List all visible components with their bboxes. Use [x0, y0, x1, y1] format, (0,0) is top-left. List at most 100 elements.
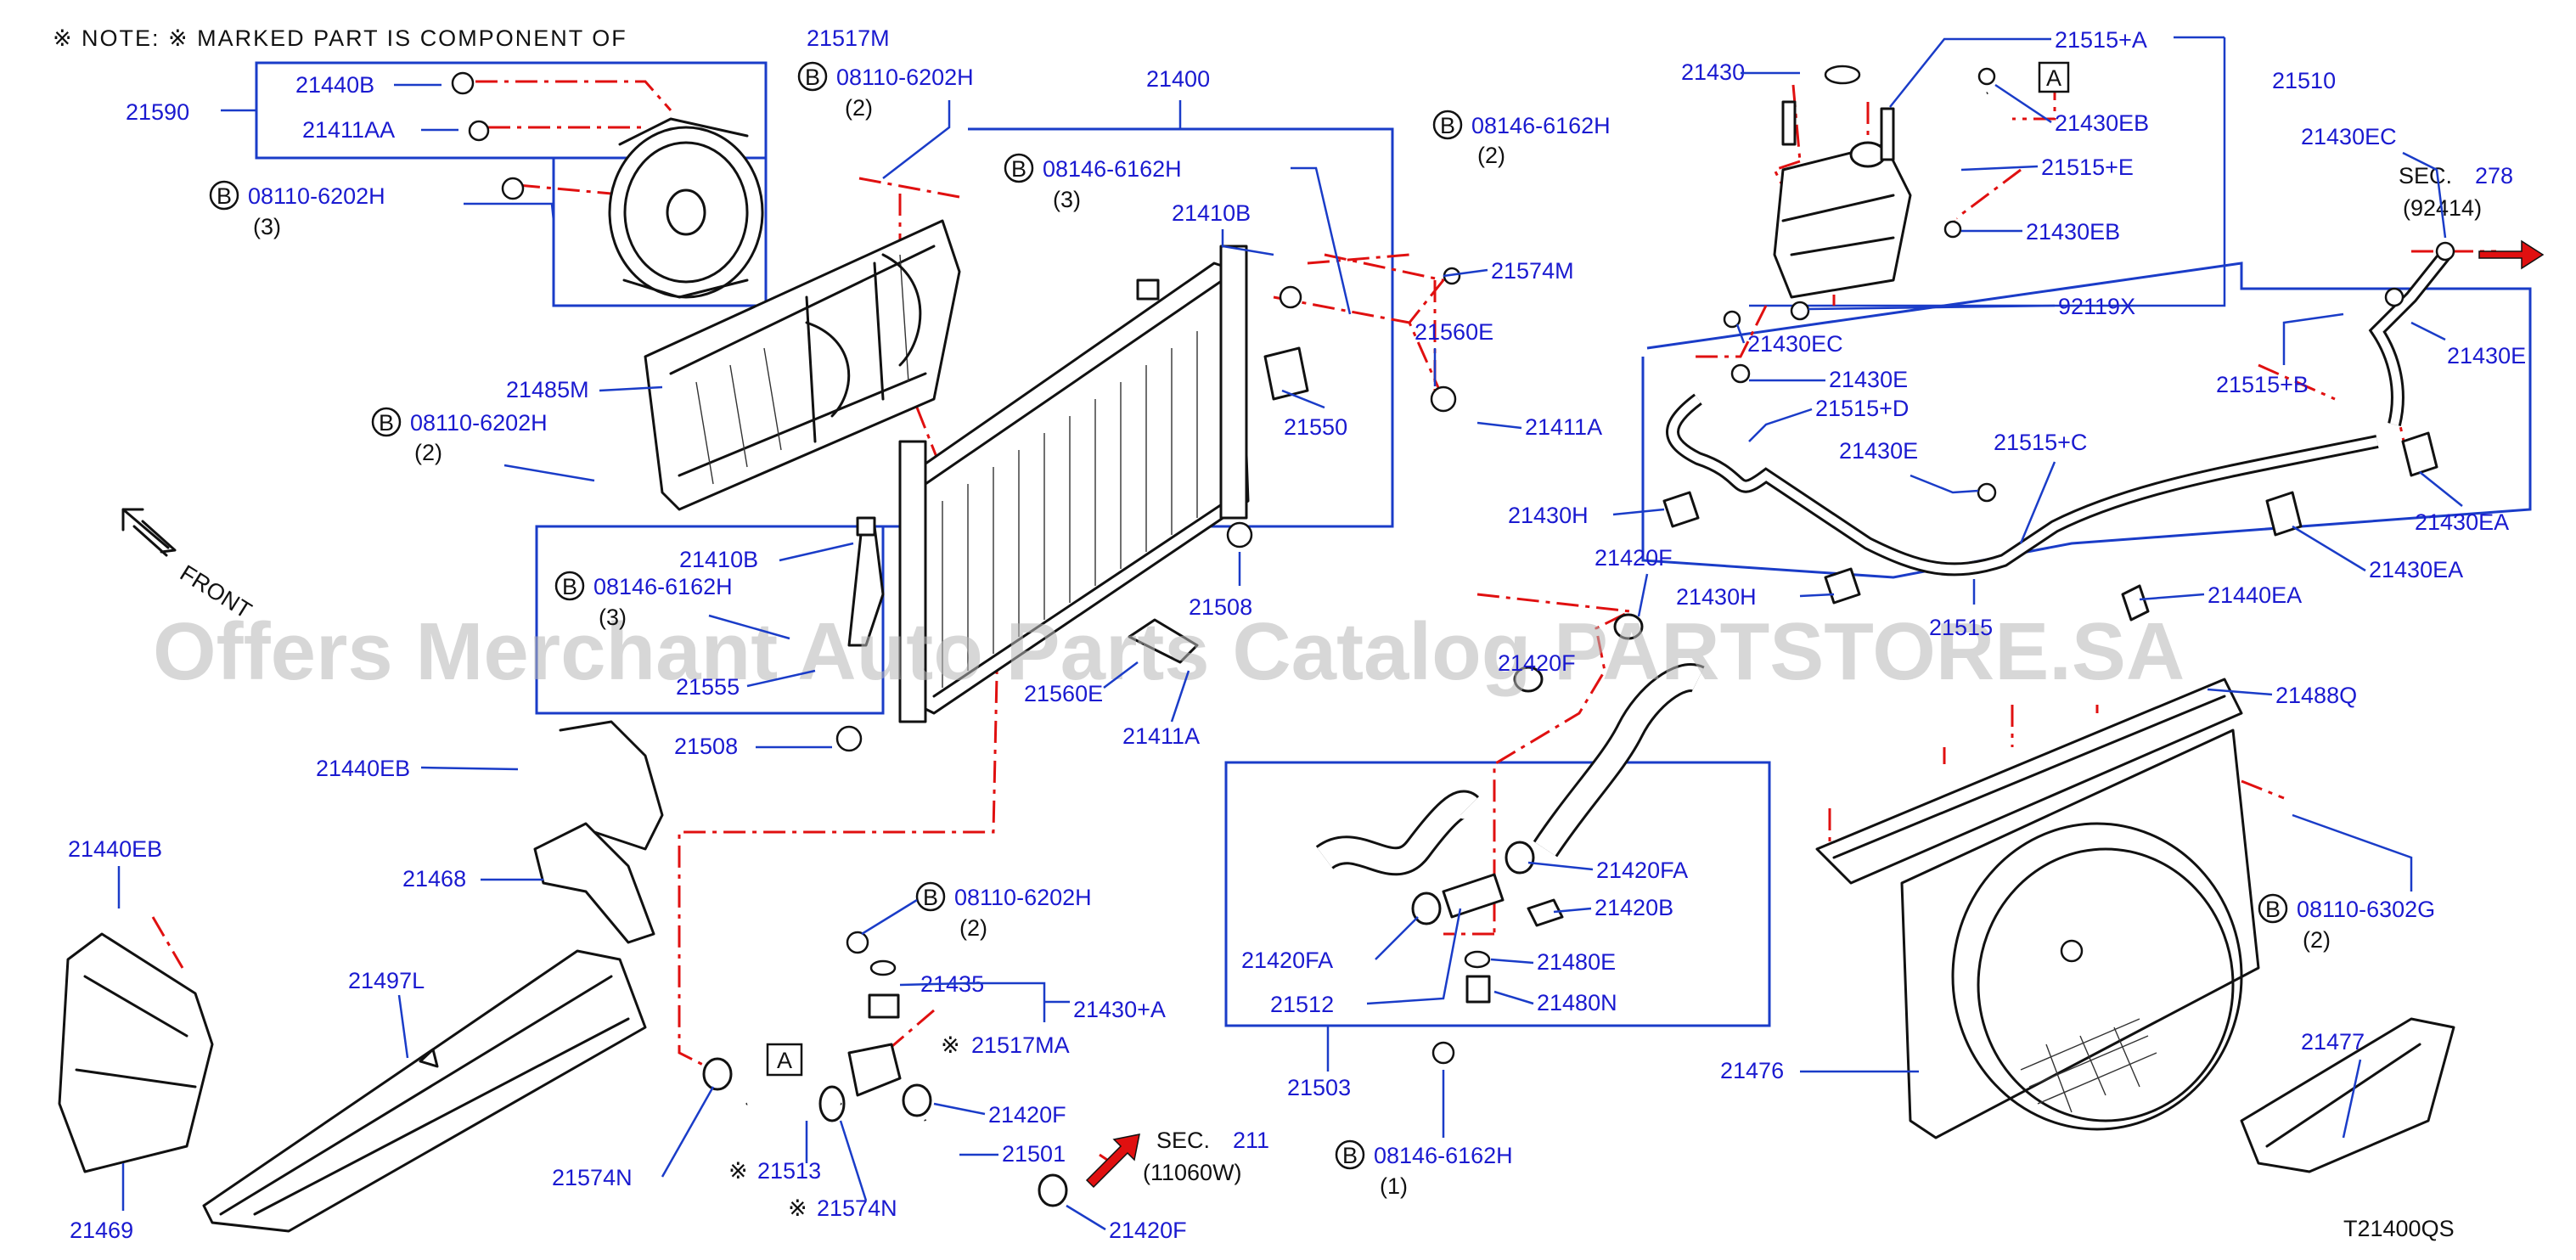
part-label: 21430E [2447, 343, 2526, 368]
part-label: 21420B [1595, 895, 1673, 920]
bolt-callout-b2: B 08146-6162H (2) [1432, 110, 1611, 168]
fan-frame-part [644, 219, 961, 511]
part-label: 21411A [1122, 723, 1200, 749]
part-label: 21574N [817, 1195, 897, 1221]
svg-text:B: B [2265, 897, 2281, 922]
part-label: 21430E [1839, 438, 1918, 464]
part-label: 21420F [1595, 545, 1673, 571]
part-label: 21517M [807, 25, 890, 51]
overflow-hose-part [1662, 241, 2455, 605]
diagram-code: T21400QS [2343, 1216, 2455, 1241]
part-label: 21503 [1287, 1075, 1351, 1100]
part-label: 21410B [1172, 200, 1251, 226]
part-label: 21574N [552, 1165, 633, 1190]
svg-text:(2): (2) [1477, 143, 1505, 168]
svg-text:(1): (1) [1380, 1173, 1408, 1199]
svg-text:B: B [379, 410, 394, 436]
bolt-callout-b3: B 08110-6202H (3) [209, 180, 555, 239]
part-label: 21430 [1681, 59, 1745, 85]
svg-text:08146-6162H: 08146-6162H [1471, 113, 1611, 138]
part-label: 21430EC [1747, 331, 1843, 357]
part-label: 21440B [295, 72, 374, 98]
lower-hose-part [702, 931, 1068, 1216]
svg-text:(2): (2) [2303, 927, 2331, 953]
part-label: 21513 [757, 1158, 821, 1184]
svg-text:(11060W): (11060W) [1143, 1160, 1242, 1185]
svg-text:08146-6162H: 08146-6162H [593, 574, 733, 599]
part-label: 21430EB [2026, 219, 2120, 245]
svg-text:211: 211 [1233, 1128, 1269, 1153]
ref-a-markers: A A [766, 61, 2070, 1077]
svg-text:※: ※ [788, 1195, 807, 1221]
svg-text:A: A [2046, 65, 2061, 91]
svg-text:08146-6162H: 08146-6162H [1374, 1143, 1513, 1168]
part-label: 21508 [674, 734, 738, 759]
svg-text:08110-6202H: 08110-6202H [410, 410, 548, 436]
part-label: 21510 [2272, 68, 2336, 93]
note-text: NOTE: ※ MARKED PART IS COMPONENT OF [82, 25, 627, 51]
part-label: 21560E [1415, 319, 1493, 345]
fan-motor-part [451, 71, 764, 299]
svg-text:※: ※ [53, 25, 72, 51]
part-label: 21420FA [1241, 948, 1333, 973]
svg-text:08146-6162H: 08146-6162H [1043, 156, 1182, 182]
part-label: 21590 [126, 99, 189, 125]
upper-hose-part [1315, 613, 1705, 1065]
part-label: 21515+E [2041, 155, 2134, 180]
part-label: 21497L [348, 968, 425, 993]
svg-text:SEC.: SEC. [1156, 1128, 1210, 1153]
svg-text:(3): (3) [1053, 187, 1081, 212]
part-label: 21440EB [316, 756, 410, 781]
bolt-callout-b6: B 08146-6162H (3) [554, 571, 790, 640]
part-label: 21508 [1189, 594, 1252, 620]
part-label: 21430EA [2415, 509, 2509, 535]
part-label: 21430EC [2301, 124, 2397, 149]
part-label: 21512 [1270, 992, 1334, 1017]
part-label: 21420F [1109, 1218, 1187, 1243]
part-label: 21400 [1146, 66, 1210, 92]
part-label: 21430EB [2055, 110, 2149, 136]
part-label: 21501 [1002, 1141, 1066, 1167]
radiator-part [898, 245, 1309, 723]
part-label: 21430EA [2369, 557, 2463, 582]
section-arrows [1085, 239, 2545, 1189]
part-label: 21440EA [2208, 582, 2302, 608]
svg-text:08110-6202H: 08110-6202H [836, 65, 974, 90]
svg-text:(2): (2) [959, 915, 987, 941]
part-label: 21430E [1829, 367, 1908, 392]
callout-boxes [221, 36, 2532, 1072]
part-label: 21477 [2301, 1029, 2365, 1055]
svg-text:※: ※ [941, 1032, 960, 1058]
svg-text:08110-6302G: 08110-6302G [2297, 897, 2435, 922]
component-markers: ※ ※ ※ ※ [53, 25, 960, 1221]
svg-text:08110-6202H: 08110-6202H [248, 183, 385, 209]
svg-text:(2): (2) [414, 440, 442, 465]
bolt-callout-b5: B 08110-6202H (2) [371, 407, 595, 482]
part-label: 21488Q [2275, 683, 2357, 708]
air-guide-parts [58, 720, 664, 1233]
svg-text:B: B [923, 885, 938, 910]
part-label: 21555 [676, 674, 740, 700]
watermark-text: Offers Merchant Auto Parts Catalog PARTS… [153, 606, 2185, 697]
svg-text:B: B [1011, 156, 1026, 182]
part-label: 21411AA [302, 117, 395, 143]
part-label: 21485M [506, 377, 589, 402]
svg-text:B: B [805, 65, 820, 90]
part-label: 21430+A [1073, 997, 1166, 1022]
part-label: 21420F [1498, 650, 1576, 676]
bolt-callouts: B 08110-6202H (2) B 08146-6162H (2) B 08… [209, 61, 2435, 1199]
svg-text:(3): (3) [599, 605, 627, 630]
bolt-callout-b8: B 08110-6302G (2) [2258, 813, 2435, 953]
part-label: 21430H [1676, 584, 1757, 610]
svg-text:B: B [1440, 113, 1455, 138]
fan-shroud-part [1815, 584, 2455, 1173]
part-label: 21515 [1929, 615, 1993, 640]
bolt-callout-b7: B 08110-6202H (2) [861, 881, 1092, 941]
svg-text:SEC.: SEC. [2399, 163, 2452, 188]
svg-text:(2): (2) [845, 95, 873, 121]
part-label: 21440EB [68, 836, 162, 862]
part-label: 21574M [1491, 258, 1574, 284]
part-label: 21550 [1284, 414, 1347, 440]
part-label: 21517MA [971, 1032, 1070, 1058]
